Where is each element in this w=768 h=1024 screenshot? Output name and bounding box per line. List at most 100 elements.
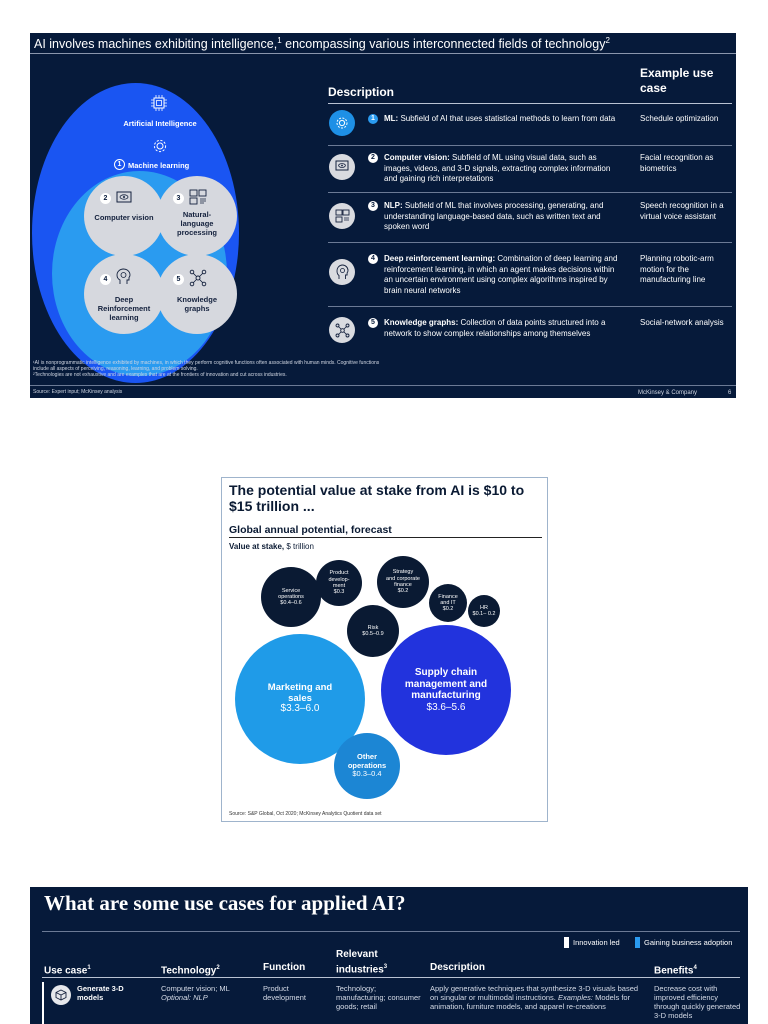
- bubble-value: $3.6–5.6: [426, 701, 466, 713]
- row2-use-case: Facial recognition as biometrics: [640, 153, 714, 173]
- benefits-cell: Decrease cost with improved efficiency t…: [654, 984, 741, 1020]
- deep-rl-circle: [84, 254, 164, 334]
- row3-description: NLP: Subfield of ML that involves proces…: [384, 201, 604, 231]
- footer-divider: [30, 385, 736, 386]
- cv-number-badge: 2: [100, 193, 111, 204]
- row5-number: 5: [368, 318, 378, 328]
- bubble-risk: [347, 605, 399, 657]
- header-description: Description: [430, 962, 486, 973]
- panel1-title: AI involves machines exhibiting intellig…: [34, 36, 610, 52]
- header-function: Function: [263, 962, 306, 973]
- header-divider: [328, 103, 732, 104]
- chart-subtitle: Global annual potential, forecast: [229, 524, 392, 536]
- header-technology: Technology2: [161, 965, 220, 977]
- row3-use-case: Speech recognition in a virtual voice as…: [640, 201, 724, 221]
- legend-innovation-label: Innovation led: [573, 938, 620, 947]
- row3-icon-circle: [329, 203, 355, 229]
- nlp-label: Natural-language processing: [176, 210, 217, 237]
- chart-unit: Value at stake, $ trillion: [229, 542, 314, 551]
- ml-number-badge: 1: [114, 159, 125, 170]
- title-divider: [30, 53, 736, 54]
- bubble-value: $0.2: [442, 606, 454, 613]
- footnote-1b: include all aspects of perceiving, reaso…: [33, 366, 198, 372]
- row-divider: [328, 192, 732, 193]
- header-rule: [42, 977, 740, 978]
- row4-use-case: Planning robotic-arm motion for the manu…: [640, 254, 714, 284]
- nlp-circle: [157, 176, 237, 256]
- value-at-stake-panel: The potential value at stake from AI is …: [221, 477, 548, 822]
- row5-use-case: Social-network analysis: [640, 318, 724, 327]
- cv-label: Computer vision: [94, 213, 154, 222]
- title-rule: [42, 931, 740, 932]
- network-graph-icon: [189, 269, 207, 287]
- bubble-value: $0.4–0.6: [280, 600, 302, 607]
- row-divider: [328, 145, 732, 146]
- row2-description: Computer vision: Subfield of ML using vi…: [384, 153, 611, 183]
- innovation-indicator-bar: [42, 982, 44, 1024]
- bubble-value: $3.3–6.0: [280, 703, 320, 715]
- monitor-eye-icon: [335, 160, 349, 171]
- legend-swatch-adoption: [635, 937, 640, 948]
- ai-label: Artificial Intelligence: [123, 119, 197, 128]
- subtitle-rule: [229, 537, 542, 538]
- industries-cell: Technology; manufacturing; consumer good…: [336, 984, 421, 1011]
- example-use-case-header: Example use case: [640, 66, 714, 95]
- knowledge-graphs-circle: [157, 254, 237, 334]
- legend-adoption-label: Gaining business adoption: [644, 938, 733, 947]
- row1-icon-circle: [329, 110, 355, 136]
- panel3-title: What are some use cases for applied AI?: [44, 891, 406, 915]
- monitor-eye-icon: [116, 191, 132, 203]
- row1-number: 1: [368, 114, 378, 124]
- row5-icon-circle: [329, 317, 355, 343]
- gear-icon: [336, 117, 348, 129]
- row1-description: ML: Subfield of AI that uses statistical…: [384, 114, 616, 123]
- gear-icon: [153, 139, 167, 153]
- description-header: Description: [328, 85, 395, 99]
- text-blocks-icon: [189, 189, 207, 205]
- bubble-product-development: [316, 560, 362, 606]
- bubble-value: $0.2: [397, 588, 409, 595]
- bubble-strategy-and-corporate-finance: [377, 556, 429, 608]
- legend-swatch-innovation: [564, 937, 569, 948]
- brand-label: McKinsey & Company: [638, 390, 698, 396]
- bubble-finance-and-it: [429, 584, 467, 622]
- bubble-other-operations: [334, 733, 400, 799]
- bubble-supply-chain-management-and-manufacturing: [381, 625, 511, 755]
- brain-head-icon: [336, 264, 349, 279]
- nlp-number-badge: 3: [173, 193, 184, 204]
- ai-fields-panel: AI involves machines exhibiting intellig…: [30, 33, 736, 398]
- row3-number: 3: [368, 201, 378, 211]
- use-case-name: Generate 3-D models: [77, 984, 124, 1002]
- bubble-value: $0.3–0.4: [352, 769, 382, 779]
- panel2-title: The potential value at stake from AI is …: [229, 482, 525, 514]
- header-use-case: Use case1: [44, 965, 91, 977]
- bubble-service-operations: [261, 567, 321, 627]
- cube-icon: [55, 989, 67, 1001]
- applied-ai-use-cases-panel: What are some use cases for applied AI? …: [30, 887, 748, 1024]
- ml-label: Machine learning: [128, 161, 190, 170]
- page-number: 6: [728, 390, 732, 396]
- drl-label: Deep Reinforcement learning: [97, 295, 151, 322]
- footnote-1: ¹AI is nonprogrammatic intelligence exhi…: [33, 360, 380, 366]
- chip-icon: [151, 95, 167, 111]
- function-cell: Product development: [263, 984, 306, 1002]
- chart-source: Source: S&P Global, Oct 2020; McKinsey A…: [229, 811, 382, 817]
- row1-use-case: Schedule optimization: [640, 114, 719, 123]
- network-graph-icon: [335, 323, 350, 338]
- row4-icon-circle: [329, 259, 355, 285]
- bubble-label: HR$0.1– 0.2: [468, 605, 500, 618]
- kg-number-badge: 5: [173, 274, 184, 285]
- description-cell: Apply generative techniques that synthes…: [430, 984, 639, 1011]
- computer-vision-circle: [84, 176, 164, 256]
- bubble-value: $0.1– 0.2: [472, 611, 496, 617]
- row2-number: 2: [368, 153, 378, 163]
